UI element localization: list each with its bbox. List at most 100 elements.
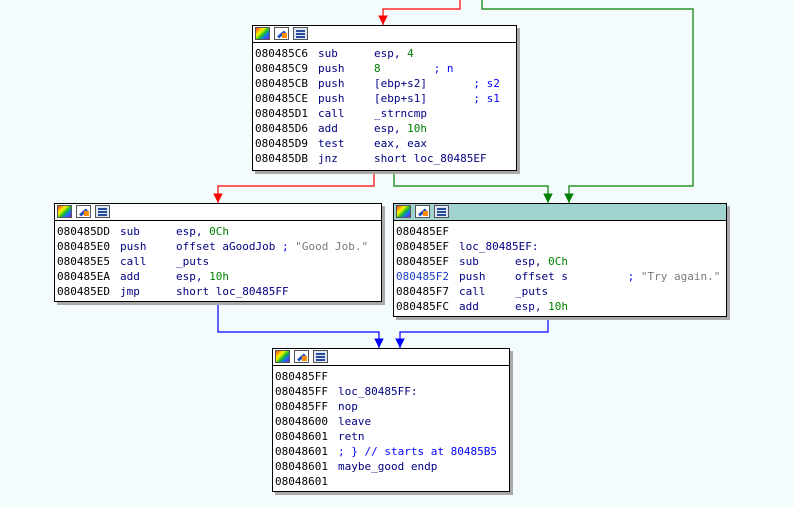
address: 08048601 [275,475,328,488]
asm-line[interactable]: 080485D9 test eax, eax [255,136,516,151]
mnemonic: push [318,77,345,90]
string-comment: "Try again." [640,270,721,283]
node-text-icon[interactable] [95,205,110,218]
operand: eax, eax [374,137,427,150]
node-header [273,349,509,366]
node-header [55,204,381,221]
address: 080485C6 [255,47,308,60]
graph-color-icon[interactable] [57,205,72,218]
operand: maybe_good endp [338,460,438,473]
immediate-operand: 8 [374,62,381,75]
node-text-icon[interactable] [434,205,449,218]
edit-node-icon[interactable] [415,205,430,218]
operand: offset aGoodJob [176,240,276,253]
address: 080485FF [275,400,328,413]
edit-node-icon[interactable] [294,350,309,363]
address: 080485CB [255,77,308,90]
operand: leave [338,415,372,428]
graph-color-icon[interactable] [275,350,290,363]
asm-line[interactable]: 08048601 [275,474,509,489]
address: 080485ED [57,285,110,298]
graph-color-icon[interactable] [396,205,411,218]
node-text-icon[interactable] [293,27,308,40]
asm-line[interactable]: 080485EF [396,224,726,239]
mnemonic: add [459,300,479,313]
mnemonic: push [459,270,486,283]
immediate-operand: 4 [407,47,414,60]
operand: loc_80485EF: [459,240,539,253]
asm-line[interactable]: 080485FF nop [275,399,509,414]
operand: esp, [374,122,408,135]
operand: retn [338,430,365,443]
operand: esp, [374,47,408,60]
edge-false-to-cmp [378,0,461,25]
operand: esp, [515,300,549,313]
edit-node-icon[interactable] [76,205,91,218]
address: 080485EF [396,240,449,253]
asm-line[interactable]: 080485E5 call _puts [57,254,381,269]
immediate-operand: 10h [407,122,427,135]
mnemonic: jnz [318,152,338,165]
address: 080485D1 [255,107,308,120]
asm-line[interactable]: 080485D6 add esp, 10h [255,121,516,136]
mnemonic: call [120,255,147,268]
operand: _strncmp [374,107,427,120]
node-header-active [394,204,726,221]
operand: short loc_80485EF [374,152,487,165]
asm-line[interactable]: 080485D1 call _strncmp [255,106,516,121]
graph-color-icon[interactable] [255,27,270,40]
operand: [ebp+s1] [374,92,427,105]
address: 080485D6 [255,122,308,135]
address: 080485D9 [255,137,308,150]
asm-line[interactable]: 080485FF [275,369,509,384]
mnemonic: push [318,62,345,75]
address: 080485E5 [57,255,110,268]
comment: ; s2 [426,77,500,90]
edit-node-icon[interactable] [274,27,289,40]
immediate-operand: 10h [209,270,229,283]
mnemonic: call [318,107,345,120]
asm-comment-line[interactable]: 08048601; } // starts at 80485B5 [275,444,509,459]
mnemonic: jmp [120,285,140,298]
operand: nop [338,400,358,413]
comment: ; s1 [426,92,500,105]
asm-label-line[interactable]: 080485EF loc_80485EF: [396,239,726,254]
address: 080485CE [255,92,308,105]
operand: _puts [515,285,549,298]
address: 080485FC [396,300,449,313]
operand: loc_80485FF: [338,385,418,398]
operand: _puts [176,255,210,268]
operand: esp, [176,225,210,238]
address: 080485EA [57,270,110,283]
immediate-operand: 0Ch [209,225,229,238]
edge-good-to-end [217,302,384,348]
node-text-icon[interactable] [313,350,328,363]
edge-true-to-bad-2 [393,171,553,203]
mnemonic: add [318,122,338,135]
mnemonic: call [459,285,486,298]
mnemonic: test [318,137,345,150]
edge-true-to-bad [481,0,694,203]
